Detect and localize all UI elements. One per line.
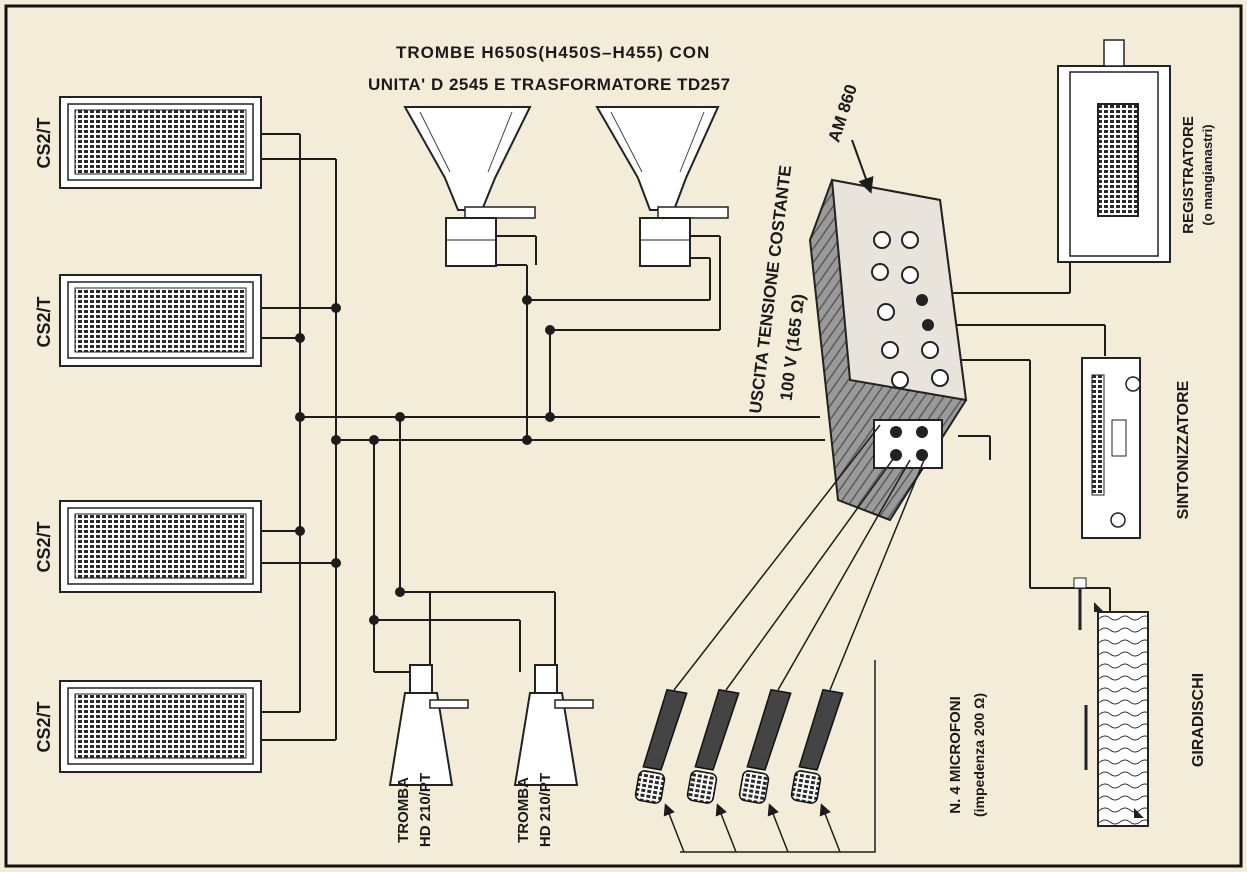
speaker-4-label: CS2/T (34, 701, 54, 752)
small-horn-1-model: HD 210/PT (417, 773, 434, 847)
small-horn-2-label: TROMBA (515, 777, 532, 843)
tuner (1082, 358, 1140, 538)
title-line-2: UNITA' D 2545 E TRASFORMATORE TD257 (368, 75, 731, 94)
column-speaker-3 (60, 501, 261, 592)
speaker-2-label: CS2/T (34, 296, 54, 347)
big-horn-1 (405, 107, 535, 266)
output-line-2: 100 V (165 Ω) (777, 293, 809, 402)
amplifier-model: AM 860 (825, 82, 861, 144)
amplifier-pointer-arrow (852, 140, 870, 190)
turntable (1074, 578, 1148, 826)
small-horn-1 (390, 665, 468, 785)
small-horn-2 (515, 665, 593, 785)
big-horn-2 (597, 107, 728, 266)
speaker-3-label: CS2/T (34, 521, 54, 572)
speaker-1-label: CS2/T (34, 117, 54, 168)
tuner-label: SINTONIZZATORE (1175, 380, 1192, 519)
title-line-1: TROMBE H650S(H450S–H455) CON (396, 43, 710, 62)
small-horn-1-label: TROMBA (395, 777, 412, 843)
microphones-impedance: (impedenza 200 Ω) (971, 693, 987, 817)
column-speaker-4 (60, 681, 261, 772)
small-horn-2-model: HD 210/PT (537, 773, 554, 847)
column-speaker-2 (60, 275, 261, 366)
column-speaker-1 (60, 97, 261, 188)
recorder (1058, 40, 1170, 262)
recorder-label: REGISTRATORE (1180, 116, 1197, 234)
microphones-label: N. 4 MICROFONI (947, 696, 964, 814)
junction-dots (295, 295, 555, 625)
amplifier-am860 (810, 180, 966, 520)
turntable-label: GIRADISCHI (1190, 673, 1207, 767)
recorder-sublabel: (o mangianastri) (1200, 124, 1215, 225)
